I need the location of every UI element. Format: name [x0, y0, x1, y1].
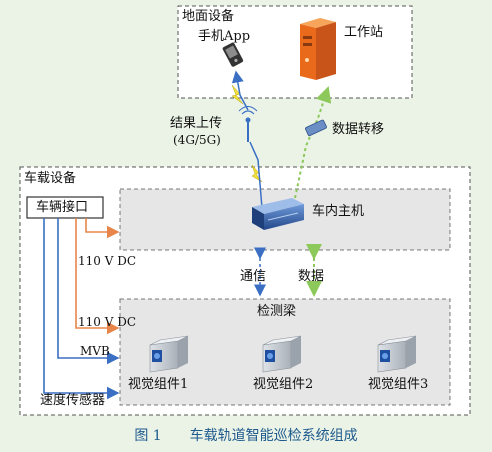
mvb-label: MVB [80, 344, 110, 358]
power-label-beam: 110 V DC [78, 315, 137, 329]
upload-label-line2: (4G/5G) [173, 133, 221, 147]
speed-sensor-line [43, 218, 120, 400]
workstation-icon [300, 18, 336, 80]
ground-equipment-title: 地面设备 [182, 9, 235, 24]
comm-label: 通信 [240, 269, 267, 284]
ground-equipment-box [177, 5, 413, 99]
host-computer-icon [252, 198, 304, 230]
power-line-beam [75, 218, 120, 335]
vision-camera-1-icon [149, 335, 189, 373]
power-label-host: 110 V DC [78, 254, 137, 268]
data-transfer-label: 数据转移 [332, 122, 385, 137]
host-label: 车内主机 [312, 204, 365, 219]
storage-drive-icon [305, 119, 327, 137]
phone-icon [222, 42, 244, 67]
vehicle-interface-box [26, 196, 104, 219]
power-line-host [85, 218, 120, 239]
vision-module-2-label: 视觉组件2 [253, 377, 314, 392]
upload-link-lower [249, 141, 263, 209]
vision-module-1-label: 视觉组件1 [128, 377, 189, 392]
detection-beam-title: 检测梁 [257, 304, 297, 319]
vision-module-3-label: 视觉组件3 [368, 377, 429, 392]
speed-sensor-label: 速度传感器 [40, 393, 106, 408]
vision-camera-2-icon [262, 335, 302, 373]
vision-camera-3-icon [377, 335, 417, 373]
workstation-label: 工作站 [344, 25, 384, 40]
upload-link-upper [231, 70, 249, 111]
mvb-line [57, 218, 120, 365]
vehicle-interface-label: 车辆接口 [36, 200, 89, 215]
phone-app-label: 手机App [198, 29, 251, 44]
antenna-icon [238, 106, 258, 142]
figure-caption: 图 1 车载轨道智能巡检系统组成 [134, 428, 358, 444]
upload-label-line1: 结果上传 [170, 116, 223, 131]
vehicle-equipment-title: 车载设备 [24, 171, 77, 186]
data-label: 数据 [298, 269, 325, 284]
